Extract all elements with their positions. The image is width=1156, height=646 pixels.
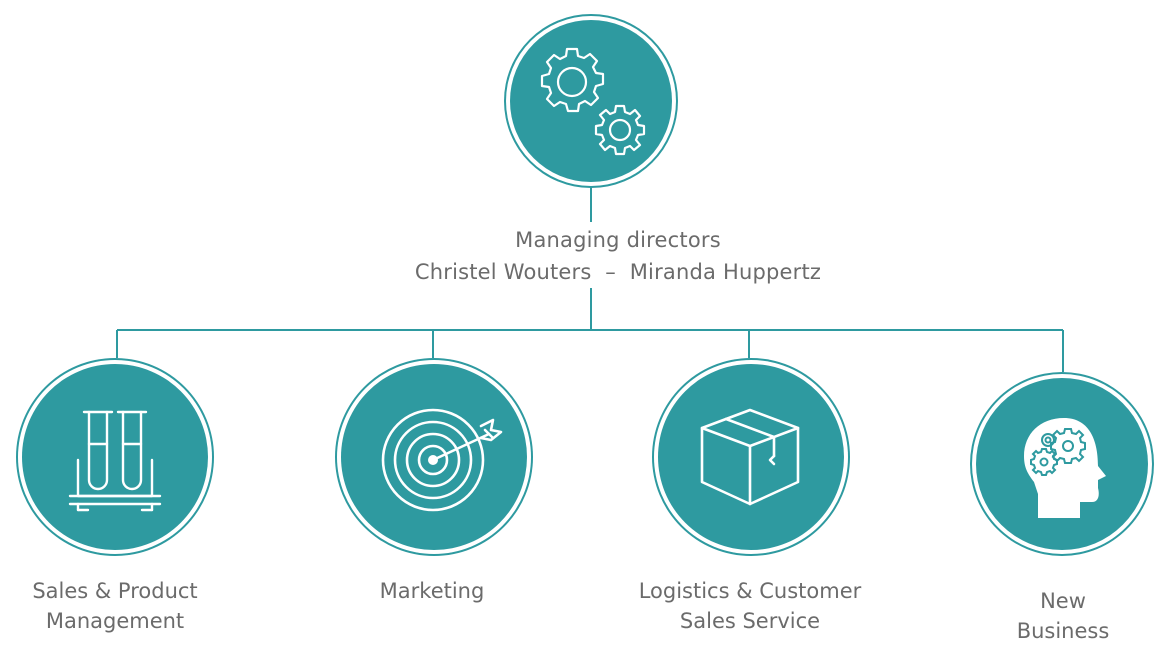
dept-node-sales-product bbox=[22, 364, 208, 550]
dept-label-sales-product: Sales & Product Management bbox=[32, 579, 198, 633]
dept-node-logistics bbox=[658, 364, 844, 550]
target-arrow-icon bbox=[381, 408, 503, 512]
directors-node bbox=[510, 20, 672, 182]
dept-label-new-business: New Business bbox=[1016, 589, 1110, 643]
gears-icon bbox=[540, 47, 646, 156]
dept-node-marketing bbox=[341, 364, 527, 550]
test-tubes-icon bbox=[68, 410, 162, 512]
directors-names: Christel Wouters – Miranda Huppertz bbox=[414, 260, 822, 284]
box-icon bbox=[700, 408, 800, 506]
dept-label-marketing: Marketing bbox=[379, 579, 485, 603]
directors-label: Managing directors Christel Wouters – Mi… bbox=[0, 224, 1156, 288]
head-gears-icon bbox=[1024, 418, 1106, 518]
dept-label-logistics: Logistics & Customer Sales Service bbox=[638, 579, 862, 633]
dept-node-new-business bbox=[976, 378, 1148, 550]
directors-title: Managing directors bbox=[515, 228, 721, 252]
